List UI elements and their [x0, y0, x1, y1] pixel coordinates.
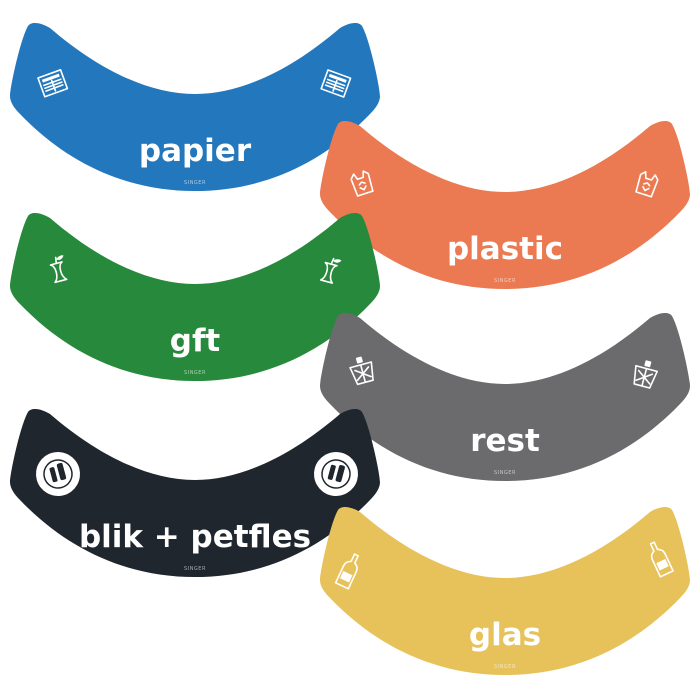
newspaper-icon — [37, 68, 69, 98]
brand-mark: SINGER — [184, 370, 206, 376]
trash-bin-icon — [633, 360, 658, 389]
band-label: papier — [139, 133, 252, 169]
band-label: glas — [469, 617, 541, 653]
band-gft: gft SINGER — [10, 212, 380, 381]
bottle-icon — [649, 541, 674, 578]
statiegeld-seal-icon — [314, 452, 358, 496]
band-label: rest — [470, 423, 540, 459]
brand-mark: SINGER — [494, 470, 516, 476]
newspaper-icon — [320, 69, 352, 98]
band-papier: papier SINGER — [10, 22, 380, 192]
apple-core-icon — [49, 255, 68, 284]
plastic-bag-recycle-icon — [350, 170, 374, 197]
band-label: gft — [170, 323, 221, 359]
brand-mark: SINGER — [494, 278, 516, 284]
bottle-icon — [334, 553, 359, 590]
plastic-bag-recycle-icon — [635, 171, 659, 198]
apple-core-icon — [319, 257, 342, 284]
band-glas: glas SINGER — [320, 506, 690, 675]
band-blik-petfles: blik + petfles SINGER — [10, 408, 380, 577]
band-rest: rest SINGER — [320, 312, 690, 481]
statiegeld-seal-icon — [36, 452, 80, 496]
band-label: blik + petfles — [79, 519, 311, 555]
brand-mark: SINGER — [494, 664, 516, 670]
brand-mark: SINGER — [184, 566, 206, 572]
band-plastic: plastic SINGER — [320, 120, 690, 289]
band-label: plastic — [447, 231, 563, 267]
trash-bin-icon — [349, 356, 374, 386]
brand-mark: SINGER — [184, 180, 206, 186]
